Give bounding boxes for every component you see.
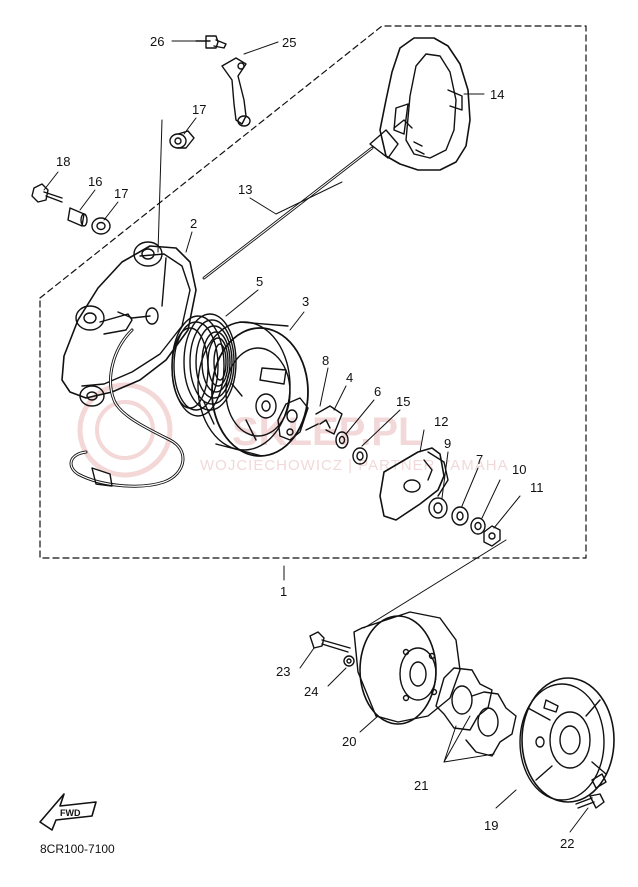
part-labels: 26 25 17 18 16 17 13 14 2 5 3 8 4 6 15 1…: [56, 34, 574, 851]
fwd-arrow-icon: FWD: [39, 793, 97, 831]
label-23: 23: [276, 664, 290, 679]
label-12: 12: [434, 414, 448, 429]
part-13-rope: [202, 146, 374, 280]
label-18: 18: [56, 154, 70, 169]
leader-lines: [43, 40, 589, 833]
part-4-spring: [305, 405, 343, 435]
part-6-washer: [335, 431, 349, 449]
part-20-pulley: [353, 611, 461, 725]
part-2-cable: [69, 328, 185, 488]
part-17-collar: [169, 130, 195, 149]
part-26-bolt: [195, 35, 227, 49]
label-21: 21: [414, 778, 428, 793]
part-5-spring: [171, 313, 237, 417]
label-24: 24: [304, 684, 318, 699]
part-15-clip: [352, 447, 368, 465]
diagram-code: 8CR100-7100: [40, 842, 115, 856]
label-8: 8: [322, 353, 329, 368]
label-10: 10: [512, 462, 526, 477]
watermark: SKLEP.PL WOJCIECHOWICZ | PARTNER YAMAHA: [77, 382, 509, 478]
part-14-handle: [369, 37, 471, 171]
label-4: 4: [346, 370, 353, 385]
watermark-sub: WOJCIECHOWICZ | PARTNER YAMAHA: [200, 457, 509, 474]
part-11-nut: [483, 525, 501, 547]
part-16-spacer: [67, 207, 88, 227]
part-19-hub: [519, 677, 615, 803]
label-1: 1: [280, 584, 287, 599]
part-3-pulley: [197, 321, 309, 457]
part-9-washer: [428, 497, 448, 519]
part-21-dampers: [435, 667, 517, 757]
label-2: 2: [190, 216, 197, 231]
label-17a: 17: [192, 102, 206, 117]
label-6: 6: [374, 384, 381, 399]
label-20: 20: [342, 734, 356, 749]
label-7: 7: [476, 452, 483, 467]
label-5: 5: [256, 274, 263, 289]
part-24-washer: [343, 655, 355, 667]
label-9: 9: [444, 436, 451, 451]
label-25: 25: [282, 35, 296, 50]
label-15: 15: [396, 394, 410, 409]
label-14: 14: [490, 87, 504, 102]
part-17-collar-lower: [91, 217, 111, 235]
part-18-bolt: [31, 183, 63, 203]
label-22: 22: [560, 836, 574, 851]
part-2-case: [61, 119, 197, 407]
label-11: 11: [530, 480, 544, 495]
label-19: 19: [484, 818, 498, 833]
label-16: 16: [88, 174, 102, 189]
fwd-label: FWD: [60, 808, 81, 818]
part-8-pawl: [277, 397, 309, 441]
part-22-bolt: [575, 793, 605, 809]
label-13: 13: [238, 182, 252, 197]
label-26: 26: [150, 34, 164, 49]
label-3: 3: [302, 294, 309, 309]
part-23-bolt: [309, 631, 351, 653]
label-17b: 17: [114, 186, 128, 201]
part-10-washer: [470, 517, 486, 535]
part-25-bracket: [221, 57, 251, 127]
assembly-frame: [39, 25, 587, 559]
part-7-washer: [451, 506, 469, 526]
